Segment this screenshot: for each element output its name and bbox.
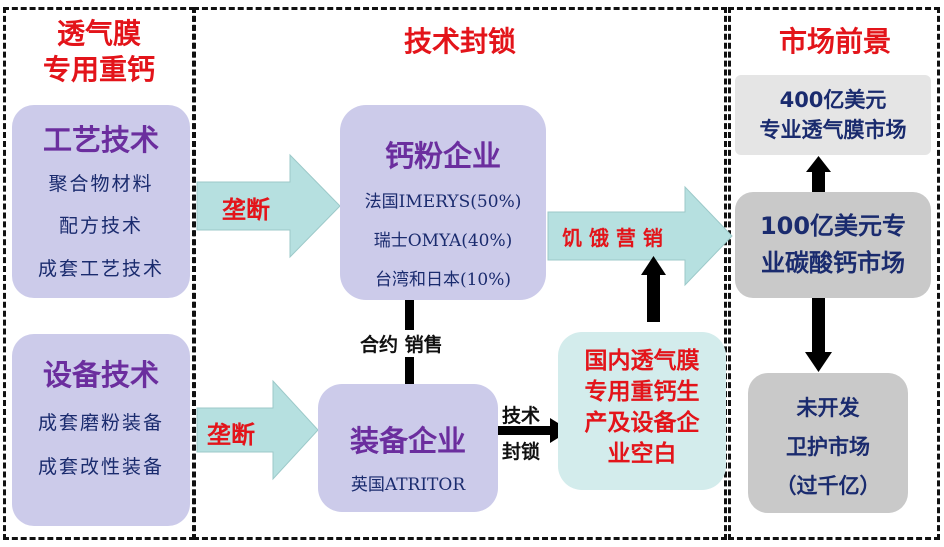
market-down-arrow-shaft (812, 298, 825, 354)
monopoly-arrow-top (196, 153, 341, 259)
calcium-heading: 钙粉企业 (384, 139, 501, 173)
process-item-2: 成套工艺技术 (37, 258, 164, 280)
domestic-gap-text: 国内透气膜 专用重钙生 产及设备企 业空白 (584, 348, 700, 467)
tech-block-arrow-shaft (498, 426, 553, 435)
equipment-enterprises-item-0: 英国ATRITOR (350, 475, 466, 495)
market-100-box: 100亿美元专 业碳酸钙市场 (735, 192, 931, 298)
market-100-text: 100亿美元专 业碳酸钙市场 (759, 212, 907, 277)
undeveloped-market-box: 未开发 卫护市场 （过千亿） (748, 373, 908, 513)
contract-sales-label: 合约 销售 (360, 330, 443, 357)
monopoly-label-top: 垄断 (222, 195, 270, 224)
calcium-powder-enterprises-box: 钙粉企业 法国IMERYS(50%) 瑞士OMYA(40%) 台湾和日本(10%… (340, 105, 546, 300)
monopoly-label-bottom: 垄断 (207, 420, 255, 449)
right-section-frame (728, 7, 940, 540)
domestic-up-arrow-shaft (647, 270, 660, 322)
equipment-item-0: 成套磨粉装备 (37, 412, 164, 434)
middle-section-frame (193, 7, 727, 540)
left-section-title: 透气膜 专用重钙 (42, 17, 155, 86)
hunger-marketing-label: 饥 饿 营 销 (562, 226, 663, 250)
process-item-0: 聚合物材料 (48, 173, 154, 195)
market-400-text: 400亿美元 专业透气膜市场 (759, 88, 907, 142)
undeveloped-market-text: 未开发 卫护市场 （过千亿） (775, 396, 881, 498)
market-up-arrow-head (806, 156, 831, 172)
right-section-title: 市场前景 (778, 25, 891, 58)
tech-block-label-top: 技术 (502, 405, 541, 427)
hunger-marketing-arrow (547, 185, 733, 287)
calcium-item-0: 法国IMERYS(50%) (364, 192, 522, 212)
process-technology-box: 工艺技术 聚合物材料 配方技术 成套工艺技术 (12, 105, 190, 298)
equipment-item-1: 成套改性装备 (37, 456, 164, 478)
monopoly-arrow-bottom (196, 379, 319, 481)
process-technology-heading: 工艺技术 (42, 123, 159, 157)
process-item-1: 配方技术 (58, 215, 143, 237)
market-down-arrow-head (805, 352, 832, 372)
equipment-technology-heading: 设备技术 (42, 358, 159, 392)
tech-block-label-bottom: 封锁 (502, 441, 541, 463)
calcium-item-1: 瑞士OMYA(40%) (373, 231, 513, 251)
equipment-enterprises-heading: 装备企业 (349, 424, 466, 458)
domestic-up-arrow-head (641, 256, 666, 275)
equipment-enterprises-box: 装备企业 英国ATRITOR (318, 384, 498, 512)
market-400-box: 400亿美元 专业透气膜市场 (735, 75, 931, 155)
domestic-gap-box: 国内透气膜 专用重钙生 产及设备企 业空白 (558, 332, 726, 490)
middle-section-title: 技术封锁 (403, 25, 516, 58)
equipment-technology-box: 设备技术 成套磨粉装备 成套改性装备 (12, 334, 190, 526)
market-up-arrow-shaft (812, 170, 825, 194)
calcium-item-2: 台湾和日本(10%) (374, 270, 512, 290)
